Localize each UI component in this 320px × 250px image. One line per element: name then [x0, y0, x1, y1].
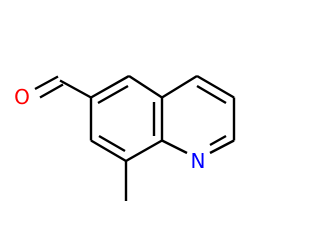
bond-c2-n1 — [209, 139, 235, 155]
bond-c5-c4a — [128, 74, 163, 99]
bond-n1-c8a — [161, 139, 188, 155]
bond-c4-c3 — [196, 74, 235, 99]
structure-canvas: O N — [14, 74, 236, 201]
bond-c8-c7-inner — [98, 134, 126, 153]
bond-c8a-c8 — [125, 139, 163, 163]
bond-c-o-double-b — [39, 83, 64, 99]
nitrogen-atom-label: N — [191, 149, 206, 173]
molecule-drawing: O N — [14, 74, 236, 201]
bond-c6-c5 — [90, 74, 130, 99]
bond-cho-ring — [59, 79, 92, 99]
oxygen-atom-label: O — [14, 85, 30, 109]
bond-c4-c3-inner — [196, 84, 227, 105]
bond-c2-n1-inner — [209, 134, 227, 147]
bond-c6-c5-inner — [97, 84, 129, 105]
bond-c8-c7 — [90, 139, 127, 163]
bond-c4a-c4 — [161, 74, 198, 99]
bond-c-o-double-a — [34, 75, 59, 91]
